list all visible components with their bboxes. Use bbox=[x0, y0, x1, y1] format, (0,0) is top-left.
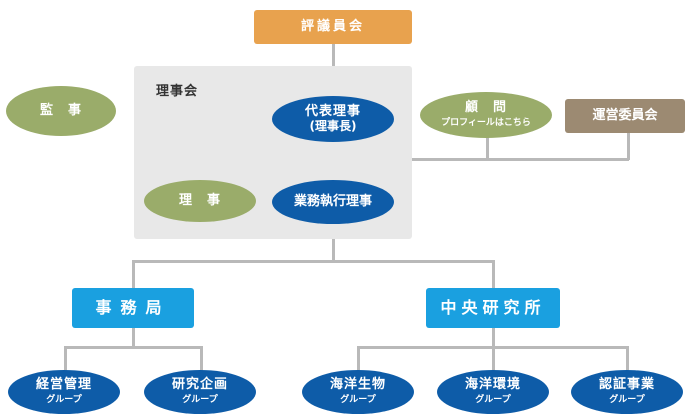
node-group-planning-label: 研究企画 bbox=[171, 377, 228, 393]
node-executive: 業務執行理事 bbox=[272, 180, 394, 224]
connector-executive-down bbox=[332, 226, 335, 262]
node-group-marine-bio-label: 海洋生物 bbox=[329, 377, 386, 393]
connector-side-branch bbox=[334, 158, 629, 161]
node-group-certification-sub: グループ bbox=[609, 395, 645, 406]
node-group-marine-bio: 海洋生物 グループ bbox=[302, 370, 414, 414]
connector-marine-env bbox=[492, 346, 495, 372]
connector-secretariat-up bbox=[132, 260, 135, 290]
connector-secretariat-horizontal bbox=[64, 346, 203, 349]
node-group-mgmt: 経営管理 グループ bbox=[8, 370, 120, 414]
connector-main-horizontal bbox=[132, 260, 494, 263]
connector-planning bbox=[200, 346, 203, 372]
connector-certification bbox=[626, 346, 629, 372]
node-group-planning-sub: グループ bbox=[182, 395, 218, 406]
connector-research-down bbox=[492, 328, 495, 348]
connector-advisor bbox=[486, 132, 489, 160]
node-advisor-link[interactable]: 顧 問 プロフィールはこちら bbox=[420, 92, 552, 138]
node-group-planning: 研究企画 グループ bbox=[144, 370, 256, 414]
board-label: 理事会 bbox=[156, 84, 199, 99]
node-chairman: 代表理事 (理事長) bbox=[272, 96, 394, 142]
node-group-marine-bio-sub: グループ bbox=[340, 395, 376, 406]
node-group-marine-env: 海洋環境 グループ bbox=[437, 370, 549, 414]
connector-secretariat-down bbox=[132, 328, 135, 348]
node-research: 中央研究所 bbox=[426, 288, 560, 328]
node-advisor-sub: プロフィールはこちら bbox=[441, 118, 531, 129]
node-auditor: 監 事 bbox=[6, 86, 116, 136]
node-secretariat: 事務局 bbox=[72, 288, 194, 328]
connector-research-up bbox=[492, 260, 495, 290]
node-group-certification: 認証事業 グループ bbox=[571, 370, 683, 414]
node-group-mgmt-sub: グループ bbox=[46, 395, 82, 406]
node-group-marine-env-sub: グループ bbox=[475, 395, 511, 406]
node-council: 評議員会 bbox=[254, 10, 412, 44]
connector-mgmt bbox=[64, 346, 67, 372]
node-research-label: 中央研究所 bbox=[440, 297, 546, 317]
node-director: 理 事 bbox=[144, 180, 256, 222]
node-group-certification-label: 認証事業 bbox=[598, 377, 655, 393]
node-group-marine-env-label: 海洋環境 bbox=[464, 377, 521, 393]
node-council-label: 評議員会 bbox=[300, 18, 365, 34]
connector-steering bbox=[627, 133, 630, 160]
node-advisor-label: 顧 問 bbox=[464, 100, 507, 116]
node-chairman-sub: (理事長) bbox=[309, 118, 357, 133]
node-auditor-label: 監 事 bbox=[39, 102, 82, 118]
node-group-mgmt-label: 経営管理 bbox=[35, 377, 92, 393]
node-steering: 運営委員会 bbox=[565, 99, 685, 133]
node-secretariat-label: 事務局 bbox=[95, 297, 171, 317]
node-executive-label: 業務執行理事 bbox=[293, 193, 372, 209]
node-director-label: 理 事 bbox=[178, 192, 221, 208]
node-chairman-label: 代表理事 bbox=[304, 103, 361, 119]
connector-marine-bio bbox=[357, 346, 360, 372]
node-steering-label: 運営委員会 bbox=[592, 107, 658, 123]
